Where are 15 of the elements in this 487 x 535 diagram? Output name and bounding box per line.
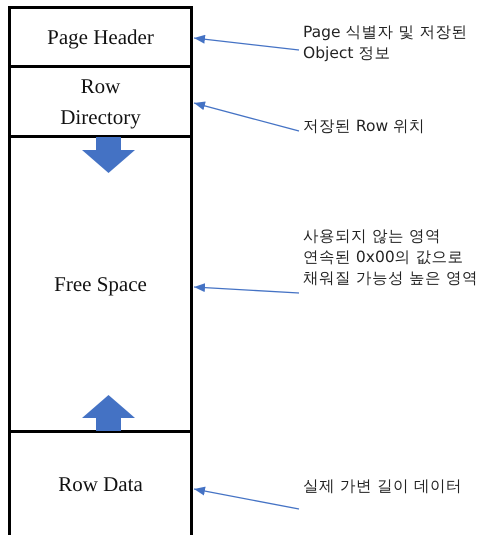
arrow bbox=[194, 486, 300, 510]
annotation-text: 연속된 0x00의 값으로 채워질 가능성 높은 영역 bbox=[303, 246, 479, 289]
memory-region-box: Row Directory bbox=[8, 65, 193, 138]
block-arrow bbox=[82, 137, 135, 173]
annotation-text: 저장된 Row 위치 bbox=[303, 116, 483, 137]
annotation-text: Page 식별자 및 저장된 Object 정보 bbox=[303, 22, 483, 64]
arrow bbox=[194, 101, 300, 132]
memory-region-box: Free Space bbox=[8, 135, 193, 433]
annotation-text: 실제 가변 길이 데이터 bbox=[303, 476, 483, 497]
memory-region-box: Page Header bbox=[8, 6, 193, 68]
block-arrow bbox=[82, 395, 135, 431]
annotation-text: 사용되지 않는 영역 bbox=[303, 226, 442, 247]
arrow bbox=[194, 34, 300, 51]
memory-region-box: Row Data bbox=[8, 430, 193, 535]
arrow bbox=[194, 283, 300, 294]
